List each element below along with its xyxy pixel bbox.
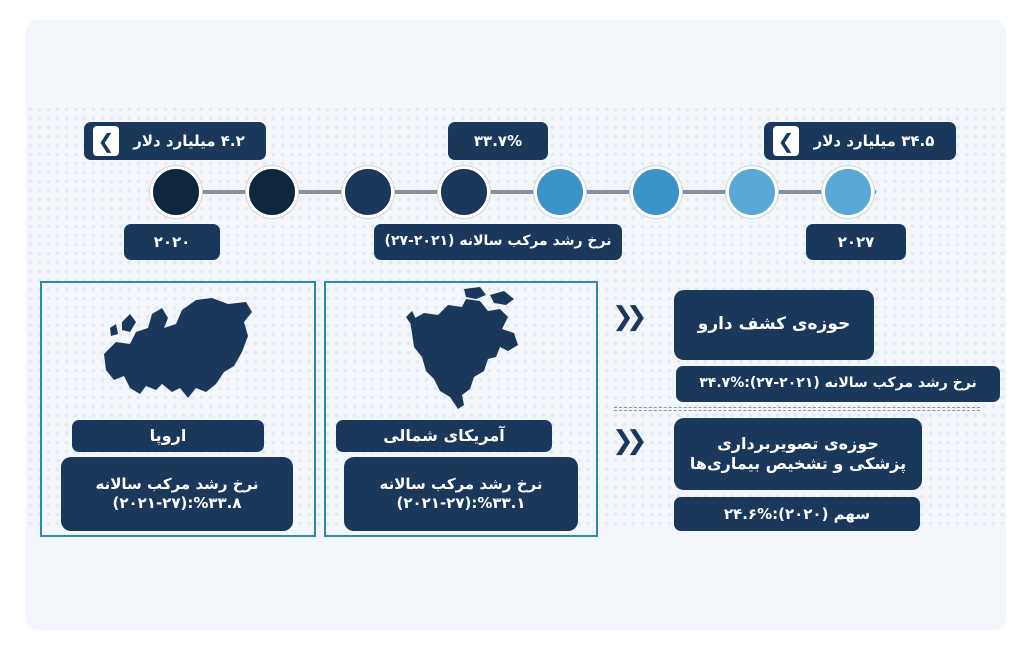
timeline-dot [822,166,874,218]
cagr-label-text: نرخ رشد مرکب سالانه (۲۰۲۱-۲۷) [384,233,612,250]
chevron-left-icon: ❮ [773,126,799,156]
north-america-stat-line1: نرخ رشد مرکب سالانه [379,475,543,494]
timeline-line [178,190,876,194]
imaging-title-badge: حوزه‌ی تصویربرداری پزشکی و تشخیص بیماری‌… [674,418,922,490]
double-chevron-right-icon: ❯❯ [612,426,647,456]
start-value-text: ۴.۲ میلیارد دلار [133,131,245,150]
north-america-name-badge: آمریکای شمالی [336,420,552,452]
double-chevron-right-icon: ❯❯ [612,302,647,332]
imaging-title-line1: حوزه‌ی تصویربرداری [717,434,879,453]
timeline-dot [534,166,586,218]
europe-stat-line1: نرخ رشد مرکب سالانه [95,475,259,494]
europe-map-icon [104,298,252,398]
north-america-stat-badge: نرخ رشد مرکب سالانه (۲۰۲۱-۲۷):%۳۳.۱ [344,457,578,531]
start-year-badge: ۲۰۲۰ [124,224,220,260]
drug-discovery-title: حوزه‌ی کشف دارو [697,314,851,335]
timeline-dot [342,166,394,218]
end-year-badge: ۲۰۲۷ [806,224,906,260]
timeline-dot [246,166,298,218]
europe-panel [40,281,316,537]
drug-discovery-title-badge: حوزه‌ی کشف دارو [674,290,874,360]
timeline-dot [150,166,202,218]
timeline-dot [726,166,778,218]
imaging-title-line2: پزشکی و تشخیص بیماری‌ها [689,454,907,473]
imaging-stat: سهم (۲۰۲۰):%۲۴.۶ [723,504,871,523]
timeline-dot [438,166,490,218]
mid-value-text: ۳۳.۷% [473,131,523,150]
europe-stat-line2: (۲۰۲۱-۲۷):%۳۳.۸ [112,494,242,512]
end-year-text: ۲۰۲۷ [837,232,875,251]
start-year-text: ۲۰۲۰ [153,232,191,251]
mid-value-badge: ۳۳.۷% [448,122,548,160]
drug-discovery-stat: نرخ رشد مرکب سالانه (۲۰۲۱-۲۷):%۳۴.۷ [699,375,977,392]
europe-name-badge: اروپا [72,420,264,452]
north-america-stat-line2: (۲۰۲۱-۲۷):%۳۳.۱ [396,494,526,512]
drug-discovery-stat-badge: نرخ رشد مرکب سالانه (۲۰۲۱-۲۷):%۳۴.۷ [676,366,1000,402]
cagr-label-badge: نرخ رشد مرکب سالانه (۲۰۲۱-۲۷) [374,224,622,260]
north-america-name-text: آمریکای شمالی [383,426,505,445]
north-america-map-icon [406,287,518,409]
end-value-text: ۳۴.۵ میلیارد دلار [813,131,935,150]
north-america-panel [324,281,598,537]
section-divider [614,407,980,411]
europe-stat-badge: نرخ رشد مرکب سالانه (۲۰۲۱-۲۷):%۳۳.۸ [61,457,293,531]
imaging-stat-badge: سهم (۲۰۲۰):%۲۴.۶ [674,497,920,531]
europe-name-text: اروپا [149,426,187,445]
timeline-dot [630,166,682,218]
chevron-left-icon: ❮ [93,126,119,156]
